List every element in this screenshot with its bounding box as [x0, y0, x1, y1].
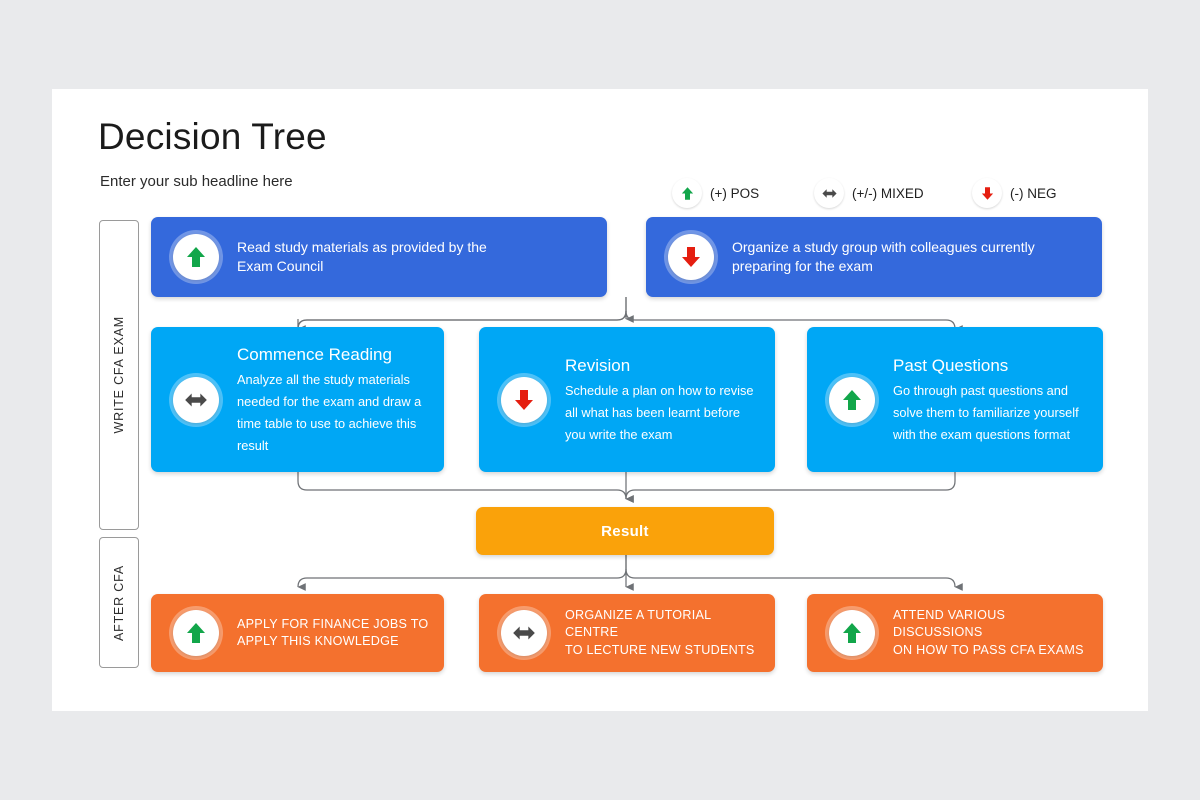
legend-item-positive: (+) POS	[672, 178, 759, 208]
arrow-up-icon	[672, 178, 702, 208]
node-apply-finance-jobs[interactable]: APPLY FOR FINANCE JOBS TO APPLY THIS KNO…	[151, 594, 444, 672]
node-text: Read study materials as provided by the …	[237, 238, 501, 276]
page-title: Decision Tree	[98, 116, 327, 157]
card-title: Past Questions	[893, 356, 1009, 376]
arrow-down-icon	[972, 178, 1002, 208]
card-title: Commence Reading	[237, 345, 392, 365]
legend-label-negative: (-) NEG	[1010, 185, 1057, 201]
node-text: ATTEND VARIOUS DISCUSSIONS ON HOW TO PAS…	[893, 607, 1103, 659]
rail-write-cfa-exam: WRITE CFA EXAM	[99, 220, 139, 530]
node-text-line2: ON HOW TO PASS CFA EXAMS	[893, 642, 1084, 657]
node-text: Revision Schedule a plan on how to revis…	[565, 353, 775, 446]
slide-canvas: Decision Tree Enter your sub headline he…	[52, 89, 1148, 711]
node-text: Past Questions Go through past questions…	[893, 353, 1103, 446]
card-title: Revision	[565, 356, 631, 376]
arrow-up-icon	[829, 376, 875, 423]
arrow-up-icon	[173, 234, 219, 280]
node-text-line2: Exam Council	[237, 258, 324, 274]
node-organize-study-group[interactable]: Organize a study group with colleagues c…	[646, 217, 1102, 297]
arrow-both-icon	[814, 178, 844, 208]
node-commence-reading[interactable]: Commence Reading Analyze all the study m…	[151, 327, 444, 472]
node-text-line2: APPLY THIS KNOWLEDGE	[237, 634, 399, 648]
arrow-up-icon	[829, 610, 875, 656]
node-revision[interactable]: Revision Schedule a plan on how to revis…	[479, 327, 775, 472]
node-attend-discussions[interactable]: ATTEND VARIOUS DISCUSSIONS ON HOW TO PAS…	[807, 594, 1103, 672]
card-description: Schedule a plan on how to revise all wha…	[565, 382, 754, 442]
node-text-line1: ORGANIZE A TUTORIAL CENTRE	[565, 607, 711, 640]
arrow-both-icon	[173, 376, 219, 423]
arrow-up-icon	[173, 610, 219, 656]
page-subtitle: Enter your sub headline here	[100, 173, 293, 190]
legend: (+) POS (+/-) MIXED (-) NEG	[672, 178, 1092, 212]
node-text: APPLY FOR FINANCE JOBS TO APPLY THIS KNO…	[237, 616, 442, 651]
node-read-study-materials[interactable]: Read study materials as provided by the …	[151, 217, 607, 297]
node-text-line2: TO LECTURE NEW STUDENTS	[565, 642, 755, 657]
node-text-line1: APPLY FOR FINANCE JOBS TO	[237, 616, 429, 631]
legend-item-negative: (-) NEG	[972, 178, 1057, 208]
arrow-down-icon	[501, 376, 547, 423]
node-result[interactable]: Result	[476, 507, 774, 555]
rail-label-after-cfa: AFTER CFA	[112, 564, 126, 641]
node-text: ORGANIZE A TUTORIAL CENTRE TO LECTURE NE…	[565, 607, 775, 659]
node-text-line1: ATTEND VARIOUS DISCUSSIONS	[893, 607, 1006, 640]
card-description: Go through past questions and solve them…	[893, 382, 1079, 442]
node-text-line1: Organize a study group with colleagues c…	[732, 239, 1035, 256]
arrow-down-icon	[668, 234, 714, 280]
node-text: Organize a study group with colleagues c…	[732, 238, 1049, 276]
node-text: Commence Reading Analyze all the study m…	[237, 342, 444, 457]
legend-label-positive: (+) POS	[710, 185, 760, 201]
arrow-both-icon	[501, 610, 547, 656]
node-text-line2: preparing for the exam	[732, 258, 873, 274]
rail-label-write-cfa-exam: WRITE CFA EXAM	[112, 316, 126, 434]
legend-item-mixed: (+/-) MIXED	[814, 178, 924, 208]
node-organize-tutorial-centre[interactable]: ORGANIZE A TUTORIAL CENTRE TO LECTURE NE…	[479, 594, 775, 672]
card-description: Analyze all the study materials needed f…	[237, 371, 422, 453]
rail-after-cfa: AFTER CFA	[99, 537, 139, 668]
legend-label-mixed: (+/-) MIXED	[852, 185, 924, 201]
node-text-line1: Read study materials as provided by the	[237, 239, 487, 256]
node-past-questions[interactable]: Past Questions Go through past questions…	[807, 327, 1103, 472]
